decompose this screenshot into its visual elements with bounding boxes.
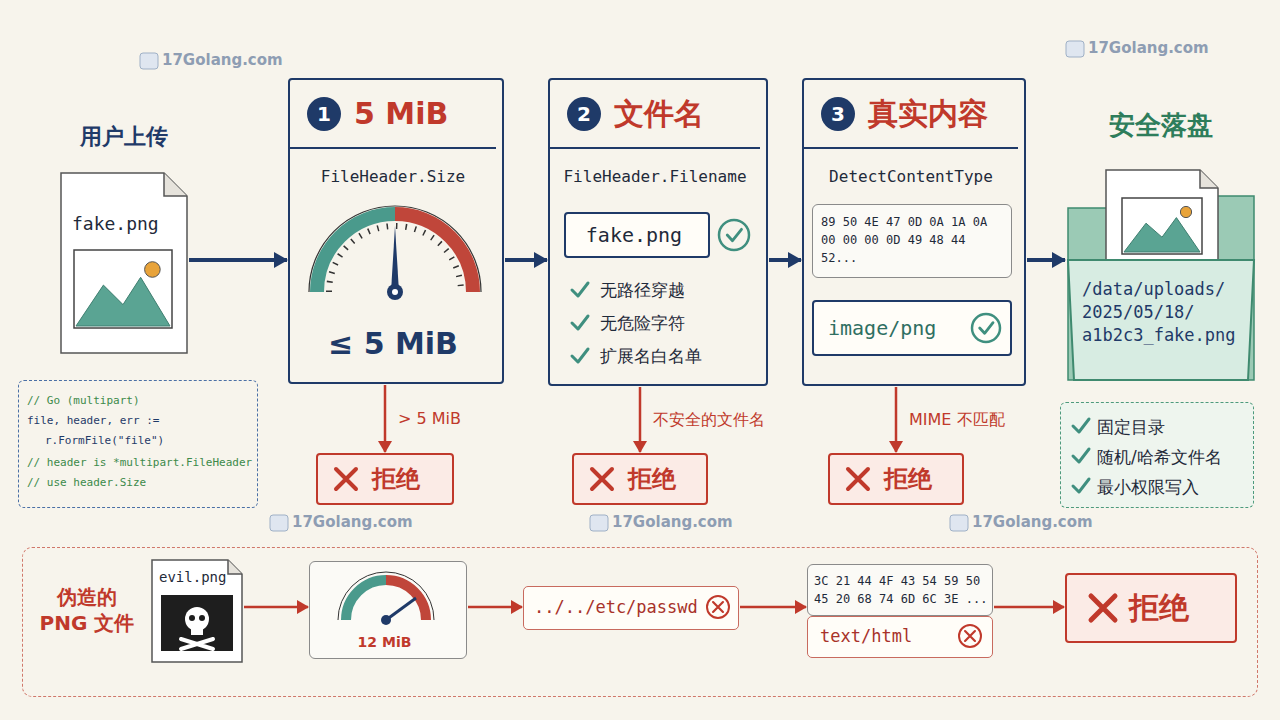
reject-box: 拒绝	[572, 453, 708, 505]
node-text: 用户上传	[60, 122, 188, 152]
node-text: 文件名	[614, 92, 704, 136]
node-text: 拒绝	[628, 464, 676, 494]
filename-box: fake.png	[564, 212, 710, 258]
watermark: 17Golang.com	[972, 512, 1093, 532]
node-text: FileHeader.Filename	[550, 166, 760, 188]
node-text: fake.png	[566, 222, 702, 248]
node-text: 3C 21 44 4F 43 54 59 50 45 20 68 74 6D 6…	[814, 572, 988, 608]
node-text: ../../etc/passwd	[534, 596, 698, 618]
hex-box: 3C 21 44 4F 43 54 59 50 45 20 68 74 6D 6…	[807, 564, 993, 616]
node-text: 拒绝	[1129, 588, 1189, 628]
reject-box: 拒绝	[828, 453, 964, 505]
watermark-icons	[140, 41, 1084, 531]
check-panel: 1 5 MiB FileHeader.Size ≤ 5 MiB	[288, 78, 504, 384]
upload-file: 用户上传fake.png	[60, 172, 188, 354]
flow-arrow	[189, 258, 287, 262]
node-text: text/html	[820, 625, 912, 647]
gauge-box: 12 MiB	[309, 561, 467, 659]
flow-arrow	[740, 606, 806, 609]
node-text: // Go (multipart)	[27, 393, 140, 409]
node-text: 拒绝	[884, 464, 932, 494]
path-box: ../../etc/passwd	[523, 586, 739, 630]
node-text: 伪造的 PNG 文件	[35, 584, 139, 636]
node-text: file, header, err :=	[27, 413, 159, 429]
node-text: image/png	[828, 315, 936, 341]
node-text: 1	[307, 101, 341, 127]
code-box: // Go (multipart) file, header, err := r.F…	[18, 380, 258, 508]
edge-label: MIME 不匹配	[906, 409, 1008, 431]
node-text: // header is *multipart.FileHeader	[27, 455, 252, 471]
node-text: 89 50 4E 47 0D 0A 1A 0A 00 00 00 0D 49 4…	[821, 213, 1003, 267]
node-text: 最小权限写入	[1097, 475, 1199, 499]
flow-arrow	[994, 606, 1064, 609]
check-panel: 3 真实内容 DetectContentType 89 50 4E 47 0D 0A …	[802, 78, 1026, 386]
flow-arrow	[1027, 258, 1065, 262]
mime-box: text/html	[807, 616, 993, 658]
watermark: 17Golang.com	[162, 50, 283, 70]
node-text: /data/uploads/ 2025/05/18/ a1b2c3_fake.p…	[1082, 278, 1246, 347]
mime-box: image/png	[812, 300, 1012, 356]
flow-arrow	[769, 258, 801, 262]
node-text: 12 MiB	[310, 632, 459, 652]
reject-box: 拒绝	[316, 453, 454, 505]
node-text: 2	[567, 101, 601, 127]
node-text: 无危险字符	[600, 311, 685, 335]
watermark: 17Golang.com	[292, 512, 413, 532]
node-text: evil.png	[159, 567, 226, 587]
reject-box: 拒绝	[1065, 573, 1237, 643]
node-text: 拒绝	[372, 464, 420, 494]
node-text: 固定目录	[1097, 415, 1165, 439]
node-text: 3	[821, 101, 855, 127]
edge-label: > 5 MiB	[395, 408, 464, 430]
check-panel: 2 文件名 FileHeader.Filename 无路径穿越无危险字符扩展名白名单 f…	[548, 78, 768, 386]
node-text: DetectContentType	[804, 166, 1018, 188]
node-text: fake.png	[72, 212, 159, 236]
flow-arrow	[384, 385, 387, 452]
node-text: 安全落盘	[1066, 108, 1256, 142]
node-text: FileHeader.Size	[290, 166, 496, 188]
upload-file-shape	[60, 172, 188, 354]
watermark: 17Golang.com	[612, 512, 733, 532]
evil-file: evil.png	[151, 559, 243, 663]
edge-label: 不安全的文件名	[650, 409, 768, 431]
attack-band: 伪造的 PNG 文件 evil.png 12 MiB ../../etc/passwd…	[22, 547, 1258, 697]
node-text: 5 MiB	[354, 92, 448, 136]
node-text: r.FormFile("file")	[45, 433, 164, 449]
node-text: ≤ 5 MiB	[290, 324, 496, 364]
flow-arrow	[244, 606, 308, 609]
flow-arrow	[505, 258, 547, 262]
node-text: // use header.Size	[27, 475, 146, 491]
flow-arrow	[895, 387, 898, 452]
rules-box: 固定目录随机/哈希文件名最小权限写入	[1060, 402, 1254, 508]
node-text: 无路径穿越	[600, 278, 685, 302]
node-text: 随机/哈希文件名	[1097, 445, 1222, 469]
upload-folder-shape	[1066, 168, 1256, 382]
upload-folder: 安全落盘/data/uploads/ 2025/05/18/ a1b2c3_fa…	[1066, 168, 1256, 382]
flow-arrow	[468, 606, 522, 609]
hex-box: 89 50 4E 47 0D 0A 1A 0A 00 00 00 0D 49 4…	[812, 204, 1012, 278]
node-text: 扩展名白名单	[600, 344, 702, 368]
node-text: 真实内容	[868, 92, 988, 136]
flow-arrow	[639, 387, 642, 452]
watermark: 17Golang.com	[1088, 38, 1209, 58]
